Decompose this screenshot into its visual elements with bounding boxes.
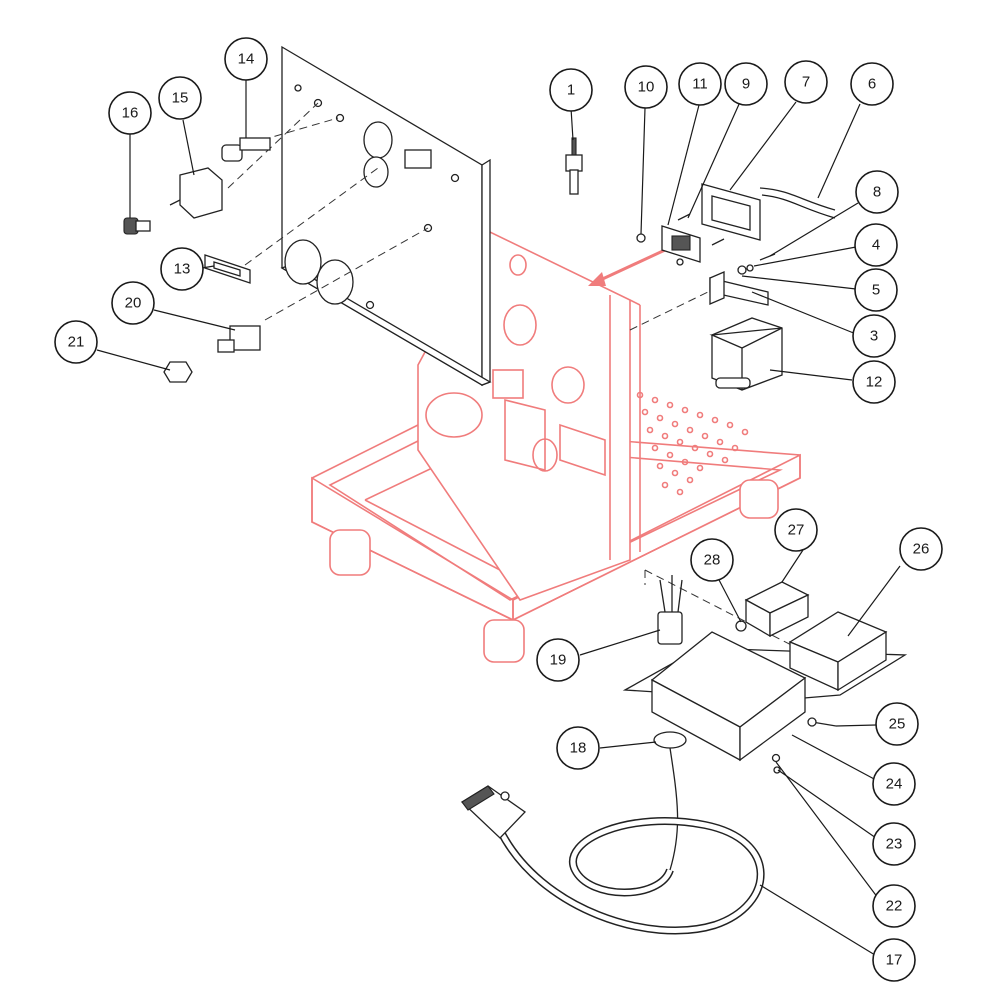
- callout-21: 21: [54, 320, 98, 364]
- leader-lines: [96, 80, 901, 956]
- callout-label: 19: [550, 652, 567, 669]
- callout-19: 19: [536, 638, 580, 682]
- callout-label: 3: [870, 328, 878, 345]
- callout-label: 6: [868, 76, 876, 93]
- callout-12: 12: [852, 360, 896, 404]
- assembly-arrow: [588, 248, 666, 286]
- callout-label: 23: [886, 836, 903, 853]
- part-4-5-washer-nut: [737, 264, 754, 275]
- callout-label: 25: [889, 716, 906, 733]
- callout-26: 26: [899, 527, 943, 571]
- part-20-microswitch: [217, 325, 261, 353]
- callout-label: 13: [174, 261, 191, 278]
- callout-label: 1: [567, 82, 575, 99]
- part-24-enclosure-box: [650, 631, 807, 762]
- callout-label: 21: [68, 334, 85, 351]
- callout-10: 10: [624, 65, 668, 109]
- callout-14: 14: [224, 37, 268, 81]
- callout-label: 16: [122, 105, 139, 122]
- callout-label: 26: [913, 541, 930, 558]
- callout-label: 9: [742, 76, 750, 93]
- callout-label: 15: [172, 90, 189, 107]
- callout-9: 9: [724, 62, 768, 106]
- callout-23: 23: [872, 822, 916, 866]
- callout-label: 22: [886, 898, 903, 915]
- part-16-knob: [123, 217, 151, 235]
- callout-label: 28: [704, 552, 721, 569]
- callout-5: 5: [854, 268, 898, 312]
- callout-label: 11: [692, 76, 708, 93]
- callout-20: 20: [111, 281, 155, 325]
- callout-15: 15: [158, 76, 202, 120]
- part-26-capacitor: [788, 611, 888, 692]
- part-3-bracket: [709, 271, 769, 306]
- callout-24: 24: [872, 762, 916, 806]
- callout-label: 4: [872, 237, 880, 254]
- callout-25: 25: [875, 702, 919, 746]
- callout-22: 22: [872, 884, 916, 928]
- callout-1: 1: [549, 68, 593, 112]
- part-11-connector: [661, 225, 701, 263]
- callout-label: 17: [886, 952, 903, 969]
- part-21-nut: [163, 361, 193, 383]
- part-14-fuse-holder: [221, 137, 271, 162]
- part-7-bracket: [701, 183, 761, 241]
- part-12-transformer: [709, 317, 783, 391]
- callout-8: 8: [855, 170, 899, 214]
- part-19-cable-gland: [657, 575, 683, 645]
- callout-27: 27: [774, 508, 818, 552]
- callout-28: 28: [690, 538, 734, 582]
- perforation-grid: [636, 391, 749, 496]
- callout-17: 17: [872, 938, 916, 982]
- callout-label: 14: [238, 51, 255, 68]
- callout-11: 11: [678, 62, 722, 106]
- callout-18: 18: [556, 726, 600, 770]
- part-17-power-cord: [460, 747, 765, 935]
- callout-label: 8: [873, 184, 881, 201]
- callout-16: 16: [108, 91, 152, 135]
- callout-label: 18: [570, 740, 587, 757]
- callout-13: 13: [160, 247, 204, 291]
- callout-label: 27: [788, 522, 805, 539]
- callout-label: 12: [866, 374, 883, 391]
- part-28-clip: [735, 620, 747, 632]
- part-27-relay: [744, 581, 810, 638]
- part-15-toggle-switch: [169, 167, 223, 219]
- callout-label: 7: [802, 74, 810, 91]
- part-1-probe: [565, 137, 583, 195]
- callout-3: 3: [852, 314, 896, 358]
- callout-label: 10: [638, 79, 655, 96]
- callout-7: 7: [784, 60, 828, 104]
- front-panel: [280, 45, 492, 387]
- callout-label: 5: [872, 282, 880, 299]
- part-6-ribbon-cable: [759, 187, 836, 219]
- callout-4: 4: [854, 223, 898, 267]
- part-25-screw: [807, 717, 837, 727]
- callout-6: 6: [850, 62, 894, 106]
- part-18-grommet: [653, 731, 687, 749]
- callout-label: 20: [125, 295, 142, 312]
- part-22-23-washers: [771, 753, 781, 774]
- part-13-gasket: [204, 254, 251, 284]
- part-9-screws: [676, 213, 725, 266]
- callout-label: 24: [886, 776, 903, 793]
- part-10-washer: [636, 233, 646, 243]
